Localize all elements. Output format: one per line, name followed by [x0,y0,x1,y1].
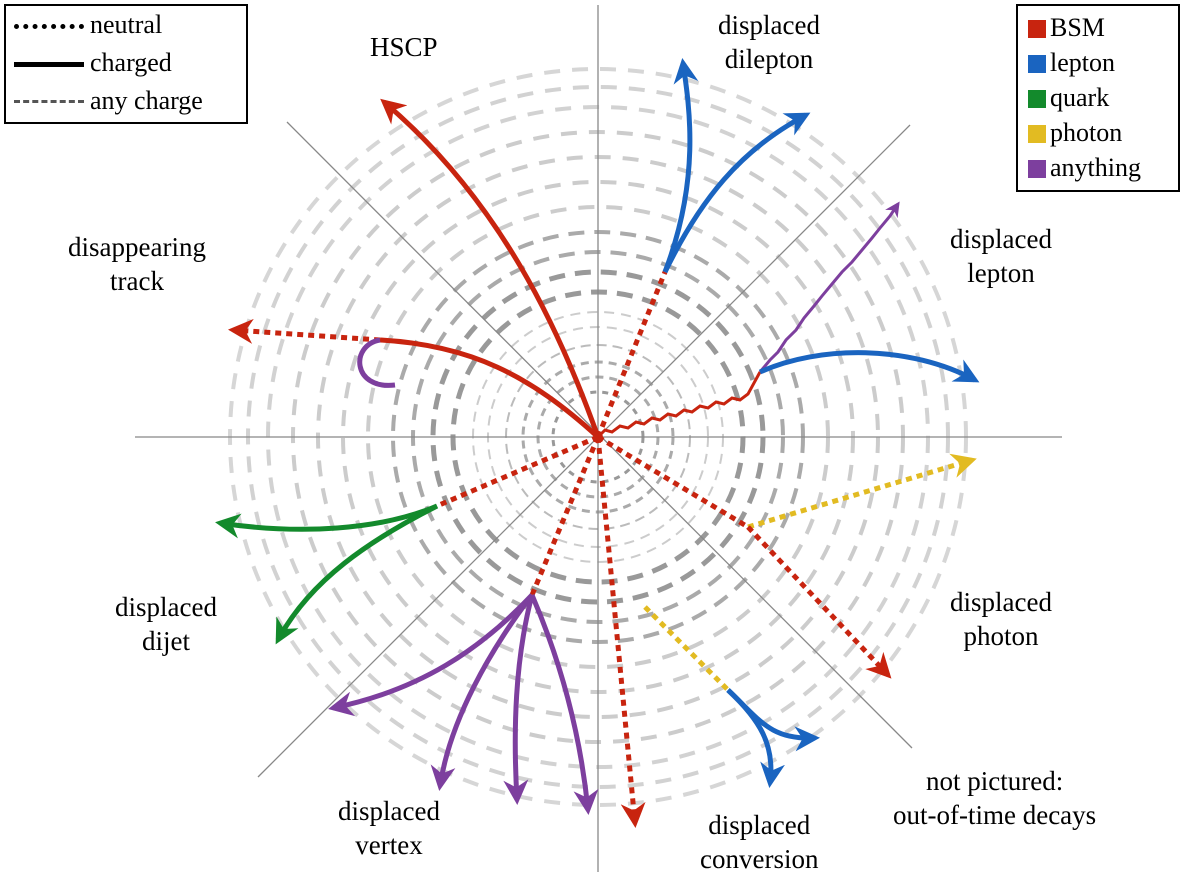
legend-neutral-label: neutral [90,10,163,39]
dijet-bsm [436,434,599,509]
legend-charged-label: charged [90,48,172,77]
hscp-track [380,98,601,438]
displaced-photon-bsm-2 [746,525,892,679]
legend-bsm-swatch [1028,20,1046,38]
legend-lepton-label: lepton [1050,48,1115,77]
label-displaced-dijet: displaced dijet [115,590,217,658]
label-displaced-conversion: displaced conversion [700,808,818,876]
legend-any-charge-sample [14,100,84,103]
disappearing-track-charged [379,337,600,439]
legend-anything-label: anything [1050,153,1141,182]
interaction-point [593,432,603,442]
legend-photon-swatch [1028,125,1046,143]
vertex-anything-1 [328,593,534,717]
label-line: track [109,266,164,296]
label-line: vertex [355,830,423,860]
conversion-bsm [595,436,646,828]
displaced-photon-bsm-1 [596,434,750,530]
legend-any-charge-label: any charge [90,86,203,115]
disappearing-track-curl [357,337,396,388]
label-displaced-dilepton: displaced dilepton [718,8,820,76]
legend-photon-label: photon [1050,118,1123,147]
label-line: not pictured: [925,766,1064,796]
label-hscp-line: HSCP [370,32,438,62]
label-line: displaced [708,810,811,840]
label-line: dijet [141,626,190,656]
displaced-lepton-anything [758,201,900,373]
vertex-anything-3 [503,594,535,805]
dilepton-lepton-1 [662,58,699,273]
disappearing-track-neutral [228,318,381,344]
legend-neutral-sample [14,24,84,29]
color-legend: BSM lepton quark photon anything [1016,4,1180,192]
label-displaced-lepton: displaced lepton [950,222,1052,290]
label-line: out-of-time decays [893,800,1097,830]
legend-quark-label: quark [1050,83,1110,112]
legend-charged-sample [14,62,84,67]
label-line: disappearing [68,232,206,262]
conversion-photon [598,437,728,690]
line-style-legend: neutral charged any charge [4,4,248,124]
conversion-lepton-1 [726,688,820,752]
label-hscp: HSCP [370,30,438,64]
label-disappearing-track: disappearing track [68,230,206,298]
dilepton-lepton-2 [662,112,811,274]
legend-anything-swatch [1028,160,1046,178]
label-line: photon [963,621,1039,651]
vertex-anything-2 [430,593,534,791]
label-line: displaced [115,592,217,622]
label-line: lepton [967,258,1035,288]
label-line: dilepton [724,44,814,74]
label-line: displaced [950,224,1052,254]
displaced-lepton-bsm [596,371,762,439]
label-line: conversion [700,844,819,874]
label-not-pictured: not pictured: out-of-time decays [893,764,1096,832]
label-line: displaced [338,796,440,826]
displaced-photon-photon [747,453,977,530]
legend-bsm-label: BSM [1050,13,1105,42]
label-line: displaced [718,10,820,40]
dijet-quark-2 [275,503,439,645]
sector-line-diagonal [257,124,911,778]
legend-quark-swatch [1028,90,1046,108]
conversion-photon-segment [643,605,730,692]
conversion-lepton-2 [726,688,785,788]
vertex-anything-4 [529,594,599,815]
displaced-lepton-lepton [758,350,980,383]
dilepton-neutral [595,271,668,438]
label-displaced-vertex: displaced vertex [338,794,440,862]
label-displaced-photon: displaced photon [950,585,1052,653]
label-line: displaced [950,587,1052,617]
dijet-quark-1 [215,503,438,539]
legend-lepton-swatch [1028,55,1046,73]
